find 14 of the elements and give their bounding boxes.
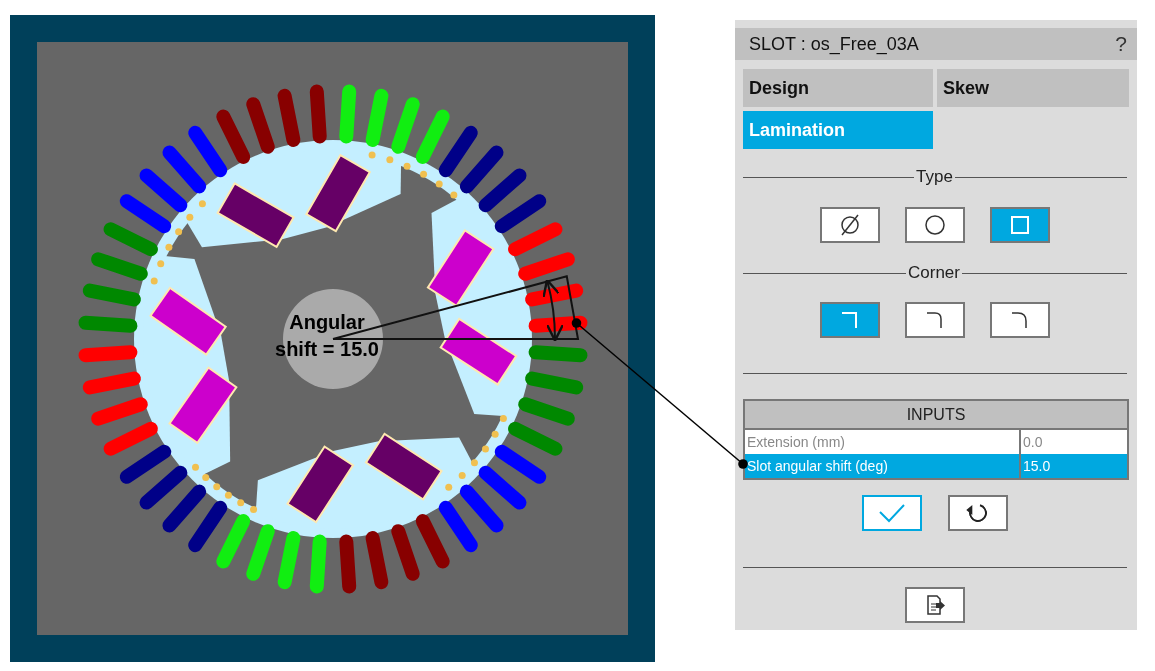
stator-slot	[528, 315, 588, 333]
selected-table-row	[745, 454, 1127, 478]
table-header: INPUTS	[745, 401, 1127, 430]
table-cell-text: 0.0	[1022, 433, 1044, 452]
help-icon: ?	[1115, 32, 1127, 56]
leader-line	[571, 318, 748, 469]
panel-title: SLOT : os_Free_03A	[749, 34, 919, 55]
tab: Skew	[937, 69, 1129, 107]
table-cell: Slot angular shift (deg)	[745, 454, 1021, 478]
tab: Lamination	[743, 111, 933, 149]
table-cell-text: 15.0	[1022, 457, 1052, 476]
tab: Design	[743, 69, 933, 107]
section-label: Type	[914, 167, 955, 187]
annotation-text: Angular shift = 15.0	[274, 310, 380, 362]
